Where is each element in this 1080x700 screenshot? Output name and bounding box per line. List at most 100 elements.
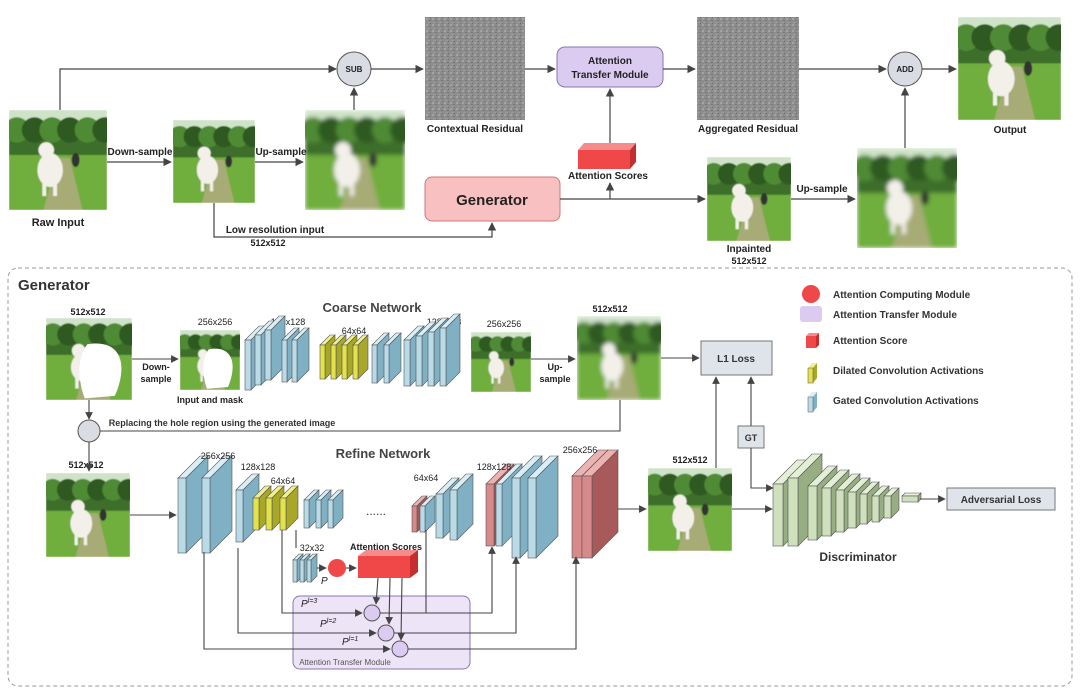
size-256-refine-a: 256x256 bbox=[201, 451, 236, 461]
discriminator-output bbox=[901, 492, 922, 503]
refine-slab-64-d bbox=[419, 495, 436, 533]
size-128-coarse-a: 128x128 bbox=[271, 317, 306, 327]
input-and-mask-label: Input and mask bbox=[177, 395, 244, 405]
coarse-slab-d3 bbox=[439, 313, 461, 387]
downsample-coarse-1: Down- bbox=[142, 362, 170, 372]
refine-slab-32-c bbox=[306, 553, 318, 583]
refine-slab-256-b bbox=[201, 455, 233, 554]
coarse-dilated-3 bbox=[352, 334, 369, 380]
upsample-label-2: Up-sample bbox=[796, 184, 848, 195]
generator-panel bbox=[7, 267, 1073, 687]
l1-loss-box bbox=[700, 340, 773, 376]
upsample-coarse-1: Up- bbox=[548, 362, 563, 372]
red-cube-icon bbox=[806, 333, 819, 348]
atm-node-l2 bbox=[377, 624, 395, 642]
coarse-network-title: Coarse Network bbox=[323, 300, 423, 315]
top-arrows bbox=[59, 64, 957, 238]
coarse-output-image bbox=[471, 332, 531, 392]
downsampled-image bbox=[173, 120, 255, 203]
aggregated-residual-label: Aggregated Residual bbox=[698, 124, 798, 135]
output-image bbox=[958, 17, 1061, 120]
p-label: P bbox=[321, 576, 328, 587]
atm-panel-label: Attention Transfer Module bbox=[299, 658, 391, 667]
panel-arrows bbox=[85, 354, 946, 653]
adversarial-loss-label: Adversarial Loss bbox=[961, 495, 1042, 506]
sub-label: SUB bbox=[346, 65, 363, 74]
discriminator-label: Discriminator bbox=[819, 550, 897, 564]
replace-node bbox=[77, 419, 101, 443]
size-64-coarse: 64x64 bbox=[342, 326, 367, 336]
size-64-refine-b: 64x64 bbox=[414, 473, 439, 483]
coarse-network: Coarse Network 512x512 Down- sample 256x… bbox=[46, 300, 661, 405]
atm-label-line1: Attention bbox=[588, 56, 632, 67]
legend-label-4: Gated Convolution Activations bbox=[833, 396, 979, 407]
coarse-slab-b1 bbox=[291, 327, 310, 383]
inpainted-label: Inpainted bbox=[727, 244, 771, 255]
pl1-label: Pl=1 bbox=[342, 636, 358, 648]
legend-label-3: Dilated Convolution Activations bbox=[833, 366, 984, 377]
legend-label-0: Attention Computing Module bbox=[833, 290, 971, 301]
replacing-label: Replacing the hole region using the gene… bbox=[109, 418, 336, 428]
legend-label-1: Attention Transfer Module bbox=[833, 310, 957, 321]
atm-label-line2: Transfer Module bbox=[571, 70, 649, 81]
attention-scores-cube-refine bbox=[358, 550, 418, 578]
upsample-coarse-2: sample bbox=[539, 374, 570, 384]
contextual-residual-image bbox=[425, 17, 525, 120]
legend-label-2: Attention Score bbox=[833, 336, 908, 347]
size-512-coarse-out: 512x512 bbox=[592, 304, 627, 314]
attention-scores-label-refine: Attention Scores bbox=[350, 542, 422, 552]
atm-node-l3 bbox=[363, 604, 381, 622]
layer-slabs: ········· bbox=[177, 313, 922, 583]
generator-label: Generator bbox=[456, 192, 528, 209]
upsampled-image bbox=[305, 110, 405, 210]
attention-scores-label-top: Attention Scores bbox=[568, 171, 648, 182]
pl2-label: Pl=2 bbox=[320, 618, 336, 630]
coarse-input-mask-image bbox=[180, 330, 240, 390]
generator-panel-title: Generator bbox=[18, 277, 90, 294]
raw-input-label: Raw Input bbox=[32, 217, 85, 229]
size-512-refine-in: 512x512 bbox=[68, 460, 103, 470]
refine-slab-256-d bbox=[527, 455, 559, 559]
size-512-input: 512x512 bbox=[70, 307, 105, 317]
l1-loss-label: L1 Loss bbox=[717, 354, 755, 365]
refine-network-title: Refine Network bbox=[336, 446, 431, 461]
refine-dilated-2 bbox=[279, 485, 299, 531]
refine-slab-128-c bbox=[449, 473, 474, 541]
size-256-refine-b: 256x256 bbox=[563, 445, 598, 455]
attention-transfer-module-box bbox=[556, 46, 664, 88]
coarse-slab-c1 bbox=[383, 332, 402, 384]
size-64-refine-a: 64x64 bbox=[271, 476, 296, 486]
top-pipeline: Raw Input Down-sample Up-sample SUB Cont… bbox=[9, 17, 1061, 266]
refine-slab-64-c bbox=[327, 489, 344, 529]
size-128-refine-a: 128x128 bbox=[241, 462, 276, 472]
size-256-coarse-out: 256x256 bbox=[487, 319, 522, 329]
lavender-box-icon bbox=[800, 306, 822, 322]
discriminator-layer-8 bbox=[883, 487, 900, 519]
downsample-coarse-2: sample bbox=[140, 374, 171, 384]
pl3-label: Pl=3 bbox=[301, 598, 317, 610]
add-label: ADD bbox=[896, 65, 914, 74]
contextual-residual-label: Contextual Residual bbox=[427, 124, 523, 135]
atm-node-l1 bbox=[391, 640, 409, 658]
low-res-input-label: Low resolution input bbox=[226, 225, 325, 236]
size-128-refine-b: 128x128 bbox=[477, 462, 512, 472]
masked-input-image bbox=[46, 318, 132, 400]
raw-input-image bbox=[9, 110, 107, 210]
downsample-label: Down-sample bbox=[107, 147, 172, 158]
size-512-refine-out: 512x512 bbox=[672, 455, 707, 465]
output-label: Output bbox=[994, 125, 1027, 136]
legend: Attention Computing Module Attention Tra… bbox=[800, 285, 984, 413]
coarse-upsampled-image bbox=[577, 316, 661, 400]
attention-score-cube-top bbox=[578, 143, 636, 169]
low-res-size-label: 512x512 bbox=[250, 238, 285, 248]
attention-computing-module bbox=[328, 559, 346, 577]
aggregated-residual-image bbox=[697, 17, 799, 120]
inpainted-size-label: 512x512 bbox=[731, 256, 766, 266]
refine-slab-256-e bbox=[581, 449, 619, 559]
adversarial-loss-box bbox=[946, 487, 1056, 511]
inpainted-image bbox=[707, 157, 791, 241]
refine-output-image bbox=[648, 468, 732, 551]
coarse-slab-a2 bbox=[264, 315, 286, 381]
